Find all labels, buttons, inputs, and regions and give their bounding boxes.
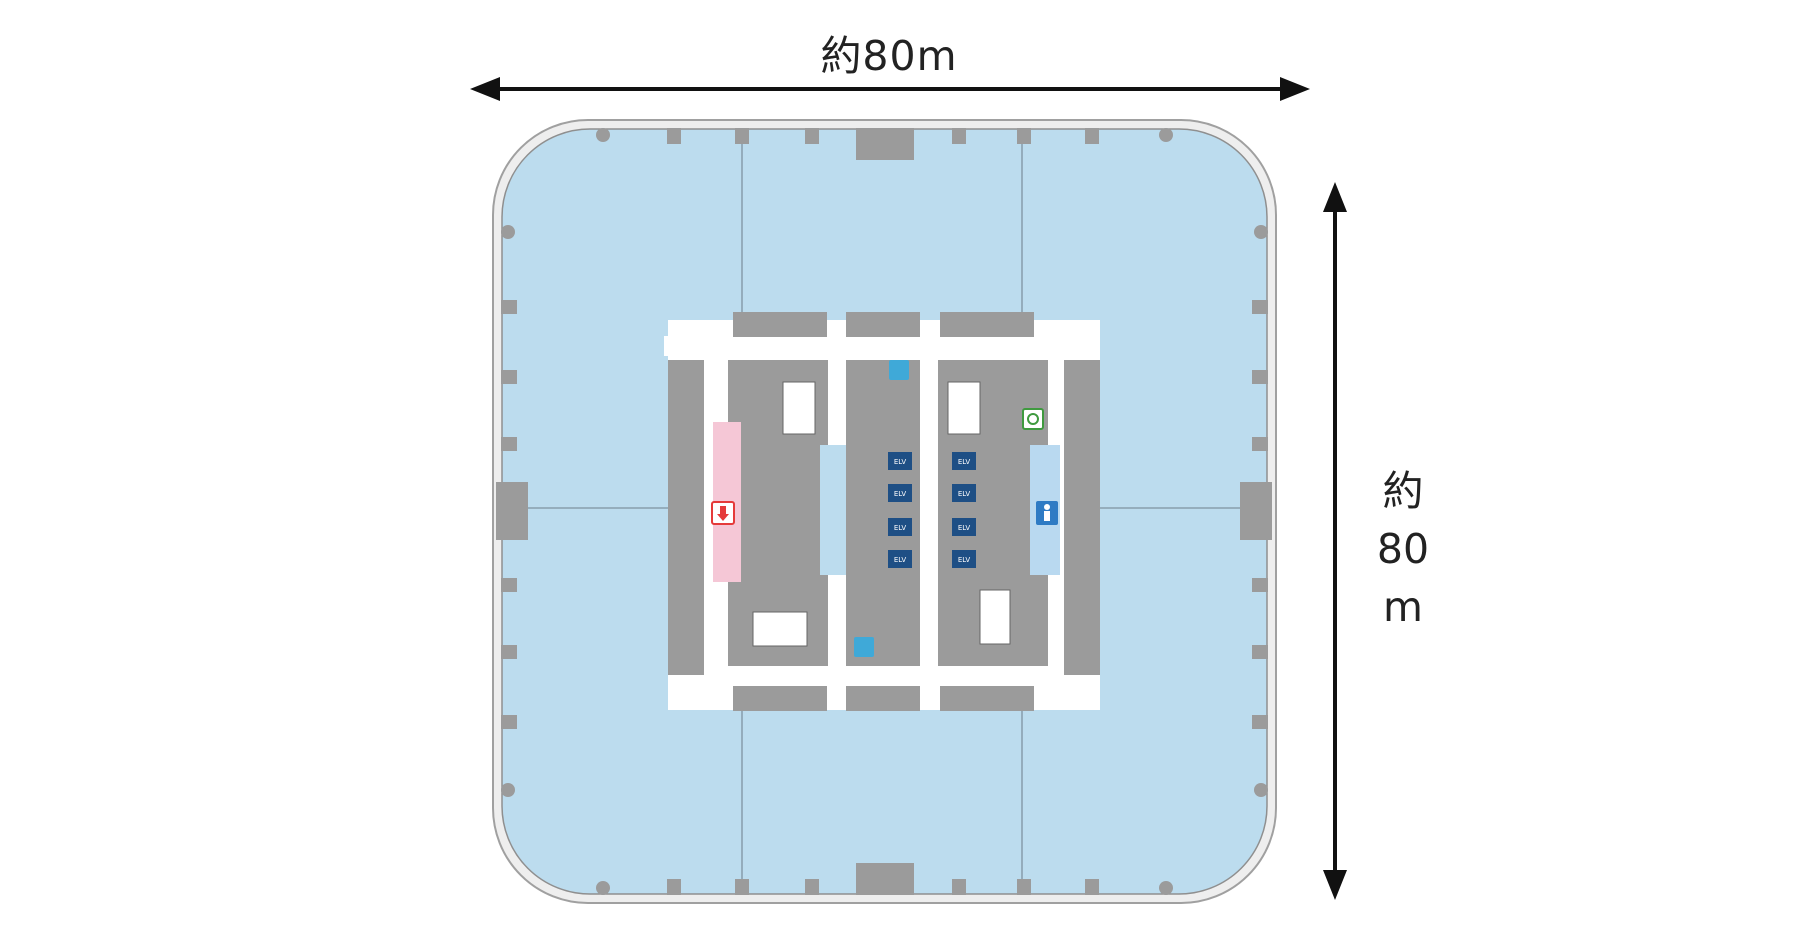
core-blocks — [664, 312, 1100, 711]
women-restroom-icon — [711, 501, 735, 525]
height-dimension-label: 約 80 m — [1348, 462, 1458, 636]
height-dimension-arrow — [1323, 182, 1347, 900]
elevator-label: ELV — [894, 458, 907, 466]
core-atrium — [820, 445, 846, 575]
elevator-label: ELV — [894, 524, 907, 532]
elevator-label: ELV — [958, 556, 971, 564]
perimeter-columns — [496, 128, 1272, 895]
elevator-label: ELV — [958, 458, 971, 466]
height-label-line-2: 80 — [1376, 525, 1430, 573]
elevator-label: ELV — [958, 490, 971, 498]
elevator-label: ELV — [894, 556, 907, 564]
height-label-line-3: m — [1383, 583, 1423, 631]
structural-grid — [502, 129, 1267, 894]
elevator-lobby — [920, 445, 938, 575]
men-restroom-icon — [1036, 501, 1058, 525]
elevator-label: ELV — [894, 490, 907, 498]
accessible-restroom-icon — [1022, 408, 1044, 430]
staircase-icon — [752, 381, 1011, 647]
width-dimension-label: 約80m — [820, 32, 958, 80]
water-fountain-icon — [854, 360, 909, 657]
elevator-label: ELV — [958, 524, 971, 532]
elevator-labels: ELV ELV ELV ELV ELV ELV ELV ELV — [894, 458, 971, 564]
height-label-line-1: 約 — [1382, 467, 1424, 515]
elevator-icon — [888, 452, 976, 568]
width-dimension-arrow — [470, 77, 1310, 101]
